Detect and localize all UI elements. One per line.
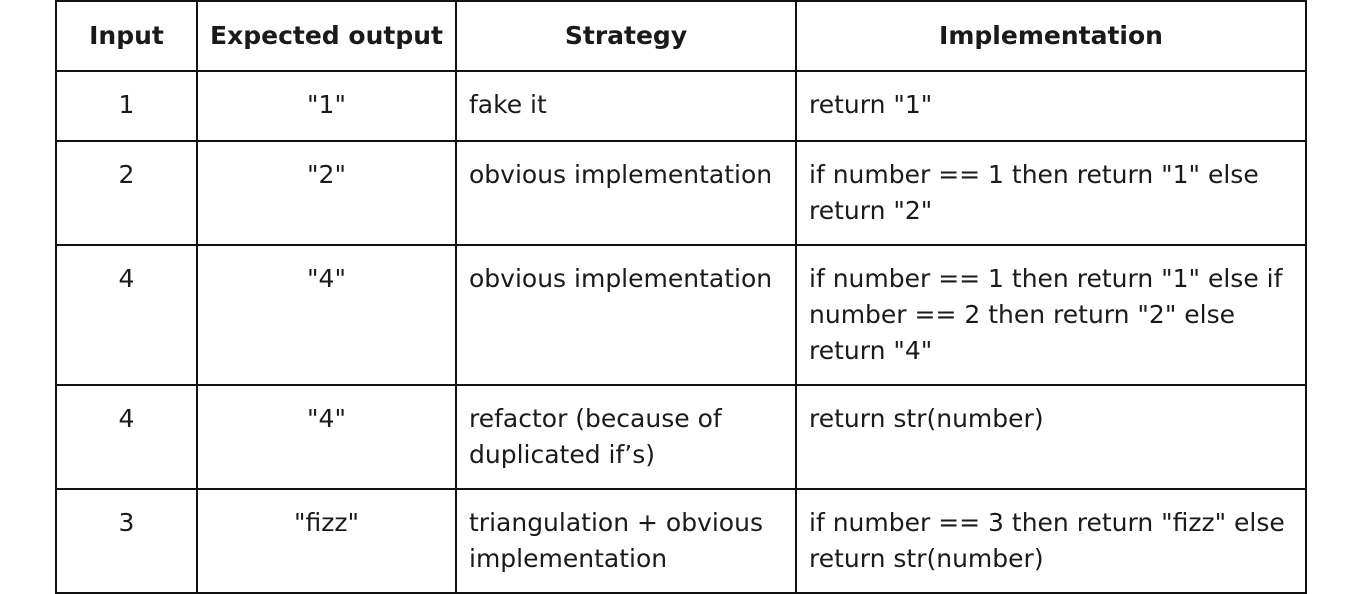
table-row: 2 "2" obvious implementation if number =… bbox=[55, 140, 1307, 246]
cell-implementation: return str(number) bbox=[795, 384, 1307, 490]
cell-expected-output: "2" bbox=[196, 140, 457, 246]
cell-input: 4 bbox=[55, 244, 198, 386]
cell-expected-output: "fizz" bbox=[196, 488, 457, 594]
table-row: 4 "4" refactor (because of duplicated if… bbox=[55, 384, 1307, 490]
table-body: 1 "1" fake it return "1" 2 "2" obvious i… bbox=[55, 70, 1307, 594]
header-strategy: Strategy bbox=[455, 0, 797, 72]
header-expected-output: Expected output bbox=[196, 0, 457, 72]
cell-strategy: refactor (because of duplicated if’s) bbox=[455, 384, 797, 490]
cell-expected-output: "4" bbox=[196, 244, 457, 386]
cell-expected-output: "1" bbox=[196, 70, 457, 142]
cell-implementation: if number == 1 then return "1" else if n… bbox=[795, 244, 1307, 386]
header-implementation: Implementation bbox=[795, 0, 1307, 72]
cell-implementation: if number == 1 then return "1" else retu… bbox=[795, 140, 1307, 246]
header-input: Input bbox=[55, 0, 198, 72]
cell-strategy: fake it bbox=[455, 70, 797, 142]
cell-implementation: return "1" bbox=[795, 70, 1307, 142]
cell-input: 2 bbox=[55, 140, 198, 246]
cell-strategy: obvious implementation bbox=[455, 140, 797, 246]
cell-input: 4 bbox=[55, 384, 198, 490]
table-row: 4 "4" obvious implementation if number =… bbox=[55, 244, 1307, 386]
cell-input: 3 bbox=[55, 488, 198, 594]
cell-strategy: triangulation + obvious implementation bbox=[455, 488, 797, 594]
cell-expected-output: "4" bbox=[196, 384, 457, 490]
table-header: Input Expected output Strategy Implement… bbox=[55, 0, 1307, 72]
table-row: 3 "fizz" triangulation + obvious impleme… bbox=[55, 488, 1307, 594]
header-row: Input Expected output Strategy Implement… bbox=[55, 0, 1307, 72]
tdd-strategy-table: Input Expected output Strategy Implement… bbox=[55, 0, 1307, 594]
cell-strategy: obvious implementation bbox=[455, 244, 797, 386]
cell-input: 1 bbox=[55, 70, 198, 142]
table-row: 1 "1" fake it return "1" bbox=[55, 70, 1307, 142]
cell-implementation: if number == 3 then return "fizz" else r… bbox=[795, 488, 1307, 594]
